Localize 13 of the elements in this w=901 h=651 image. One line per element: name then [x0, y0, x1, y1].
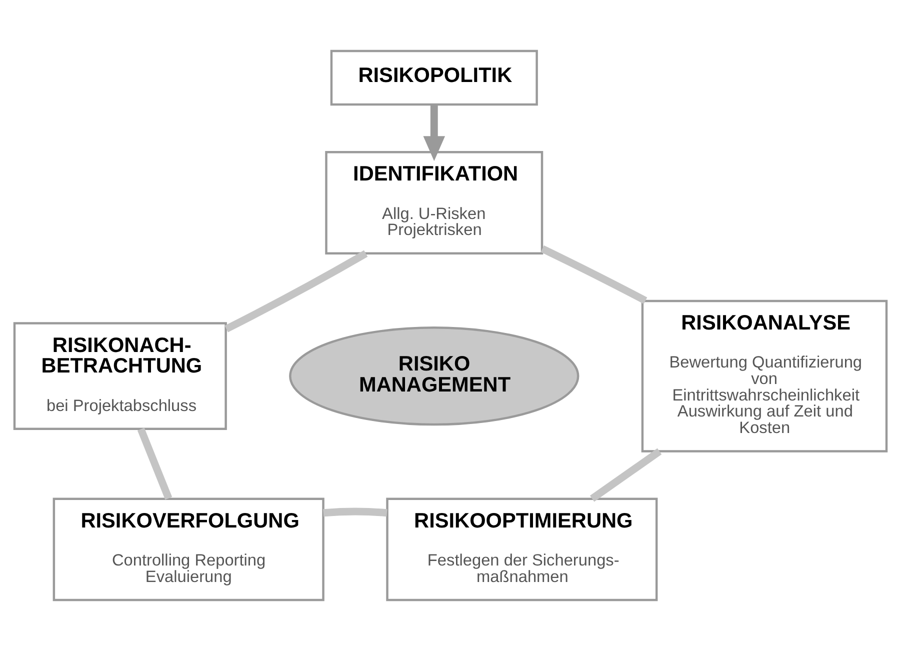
node-box: RISIKOANALYSE Bewertung Quantifizierung von Eintrittswahrscheinlichkeit Auswirkung auf Zeit und Kosten: [641, 300, 888, 452]
node-box: RISIKOVERFOLGUNG Controlling Reporting Evaluierung: [52, 498, 324, 602]
connector: [224, 250, 368, 332]
arrow: [423, 105, 446, 162]
connector: [540, 245, 648, 304]
node-ellipse: RISIKO MANAGEMENT: [289, 326, 580, 426]
connector: [137, 428, 172, 500]
node-box: RISIKOOPTIMIERUNG Festlegen der Sicherungs- maßnahmen: [386, 498, 658, 602]
connector: [323, 508, 388, 517]
node-box: RISIKONACH- BETRACHTUNG bei Projektabschluss: [13, 322, 227, 430]
connector: [590, 448, 662, 502]
node-box: RISIKOPOLITIK: [330, 50, 538, 106]
node-box: IDENTIFIKATION Allg. U-Risken Projektrisken: [325, 151, 544, 254]
